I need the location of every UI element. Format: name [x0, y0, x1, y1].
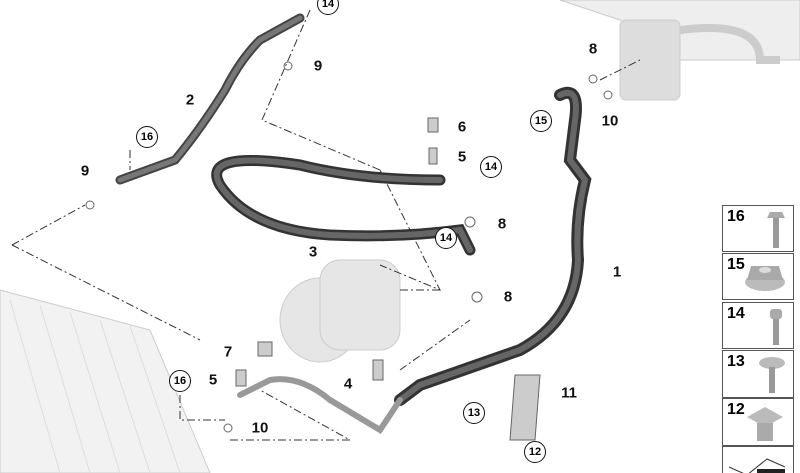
panel-item-misc — [722, 446, 794, 473]
nut-icon — [745, 266, 785, 291]
label-1: 1 — [612, 263, 622, 281]
panel-number: 13 — [727, 353, 745, 370]
label-5: 5 — [457, 148, 467, 166]
callout-12: 12 — [524, 441, 546, 463]
label-10: 10 — [601, 112, 619, 130]
washer-screw-icon — [759, 357, 785, 393]
label-5: 5 — [208, 371, 218, 389]
callout-15: 15 — [530, 110, 552, 132]
panel-number: 15 — [727, 256, 745, 273]
panel-number: 12 — [727, 401, 745, 418]
panel-item-12: 12 — [722, 398, 794, 446]
callout-16: 16 — [136, 126, 158, 148]
callout-14: 14 — [480, 156, 502, 178]
callout-13: 13 — [463, 402, 485, 424]
panel-item-15: 15 — [722, 253, 794, 300]
label-7: 7 — [223, 343, 233, 361]
label-4: 4 — [343, 375, 353, 393]
panel-item-14: 14 — [722, 302, 794, 349]
clip-nut-icon — [747, 407, 783, 441]
label-2: 2 — [185, 91, 195, 109]
label-3: 3 — [308, 243, 318, 261]
hoses — [115, 13, 592, 435]
part-icon — [728, 458, 786, 473]
label-10: 10 — [251, 419, 269, 437]
condenser — [0, 289, 211, 473]
evaporator — [559, 0, 800, 101]
panel-number: 14 — [727, 305, 745, 322]
compressor — [279, 259, 401, 363]
label-8: 8 — [497, 215, 507, 233]
bolt-icon — [767, 212, 785, 248]
panel-item-13: 13 — [722, 350, 794, 398]
label-11: 11 — [561, 384, 577, 402]
label-6: 6 — [457, 118, 467, 136]
label-9: 9 — [80, 162, 90, 180]
label-8: 8 — [503, 288, 513, 306]
screw-icon — [770, 309, 782, 345]
label-8: 8 — [588, 40, 598, 58]
label-9: 9 — [313, 57, 323, 75]
panel-number: 16 — [727, 208, 745, 225]
panel-item-16: 16 — [722, 205, 794, 252]
callout-14: 14 — [435, 227, 457, 249]
callout-16: 16 — [169, 370, 191, 392]
